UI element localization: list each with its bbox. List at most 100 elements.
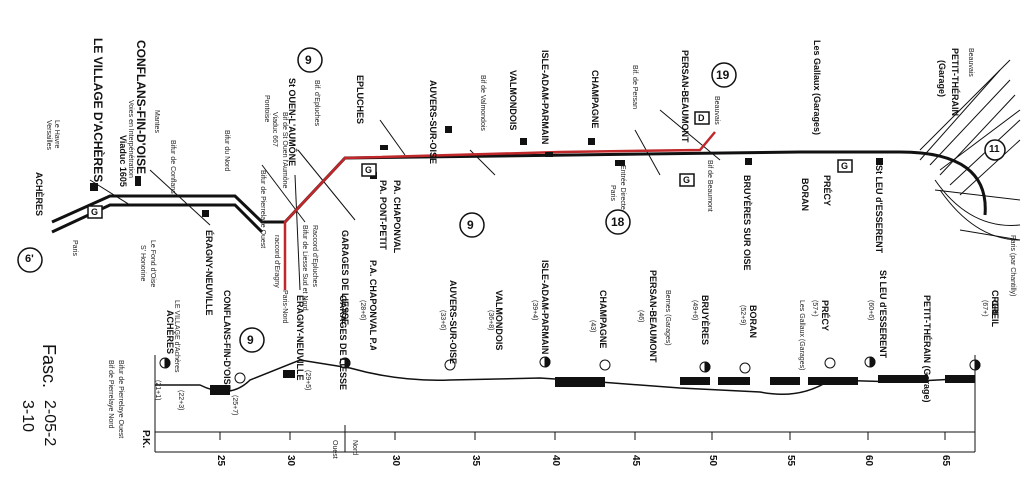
profile-st-leu: St LEU d'ESSERENT [878,270,888,358]
label-les-gallaux: Les Gallaux (Garages) [812,40,822,135]
profile-precy: PRÉCY [820,300,830,331]
profile-precy-km: (57+) [810,300,818,317]
axis-ticks [220,425,945,452]
circle-9c-label: 9 [247,333,254,347]
label-raccord-epluches: Raccord d'Epluches [310,225,318,287]
profile-isle-adam: ISLE-ADAM-PARMAIN [540,260,550,354]
label-petit-therain: PETIT-THÉRAIN [950,48,960,116]
label-paris-nord: Paris-Nord [280,290,288,323]
profile-village-km: (22+3) [176,390,184,410]
label-pa-chaponval: PA. CHAPONVAL [392,180,402,253]
axis-tick-65: 65 [940,455,951,466]
profile-boran: BORAN [748,305,758,338]
profile-village: LE VILLAGE d'Achères [172,300,180,373]
profile-bernes: Bernes (Garages) [663,290,671,346]
label-bifur-conflans: Bifur de Conflans [168,140,176,194]
profile-champagne-km: (43) [588,320,596,332]
label-boran: BORAN [800,178,810,211]
depot-g-boran: G [841,161,848,171]
profile-st-leu-km: (60+6) [866,300,874,320]
label-bifur-nord: Bifur du Nord [222,130,230,171]
station-markers [90,126,883,217]
axis-tick-55: 55 [785,455,796,466]
label-beauvais-right: Beauvais [966,48,974,77]
profile-creil: CREIL [990,300,1000,327]
label-garage: (Garage) [937,60,947,97]
label-bif-valmondois: Bif de Valmondois [478,75,486,131]
axis-tick-35: 35 [470,455,481,466]
label-voies: Voies en Interpénétration [126,100,134,178]
profile-garages-liesse: GARAGES DE LIESSE [338,295,348,390]
label-mantes: Mantes [152,110,160,133]
label-entree-directe: Entrée Directe [618,165,626,210]
depot-g-epluches: G [365,165,372,175]
profile-valmondois-km: (36+8) [486,310,494,330]
label-bif-epluches: Bif. d'Epluches [312,80,320,126]
profile-gallaux: Les Gallaux (Garages) [797,300,805,370]
label-pa-pont-petit: PA. PONT-PETIT [378,180,388,250]
label-bifur-pierrelaye: Bifur de Pierrelaye Ouest [258,170,266,248]
profile-bruyeres-km: (49+6) [690,300,698,320]
label-bif-beaumont: Bif de Beaumont [705,160,713,212]
label-auvers: AUVERS-SUR-OISE [428,80,438,164]
axis-tick-30a: 30 [285,455,296,466]
label-persan: PERSAN-BEAUMONT [680,50,690,143]
circle-18-label: 18 [611,215,624,229]
profile-eragny: ÉRAGNY-NEUVILLE [295,295,305,381]
circle-11-label: 11 [989,144,1000,155]
depot-g-persan: G [683,175,690,185]
profile-isle-adam-km: (39+4) [530,300,538,320]
label-isle-adam: ISLE-ADAM-PARMAIN [540,50,550,144]
label-precy: PRÉCY [822,175,832,206]
label-le-havre: Le Havre [52,120,60,148]
depot-boxes [88,112,852,218]
footnote-pierrelaye-ouest: Bifur de Pierrelaye Ouest [116,360,124,438]
label-epluches: EPLUCHES [355,75,365,124]
profile-conflans-km: (25+7) [230,395,238,415]
label-village-acheres: LE VILLAGE D'ACHÈRES [92,38,103,182]
label-fond-oise: Le Fond d'Oise [148,240,156,287]
label-st-leu: St LEU d'ESSERENT [874,165,884,253]
axis-tick-60: 60 [863,455,874,466]
axis-pk-label: P.K. [140,430,151,448]
profile-bars [210,370,975,395]
label-valmondois: VALMONDOIS [508,70,518,130]
circle-19-label: 19 [716,68,729,82]
label-pontoise: Pontoise [262,95,270,122]
profile-petit-therain: PETIT-THÉRAIN (Garage) [922,295,932,403]
profile-auvers-km: (33+6) [438,310,446,330]
label-bruyeres: BRUYÈRES SUR OISE [742,175,752,271]
label-beauvais-mid: Beauvais [712,96,720,125]
profile-creil-km: (67+) [980,300,988,317]
axis-tick-30b: 30 [390,455,401,466]
profile-champagne: CHAMPAGNE [598,290,608,348]
profile-persan-km: (46) [636,310,644,322]
axis-tick-40: 40 [550,455,561,466]
axis-tick-45: 45 [630,455,641,466]
axis-nord: Nord [350,440,358,455]
profile-persan: PERSAN-BEAUMONT [648,270,658,363]
profile-frame [155,355,975,452]
axis-ouest: Ouest [330,440,338,459]
circle-9a-label: 9 [305,53,312,67]
depot-g-acheres: G [91,207,98,217]
label-raccord-eragny: raccord d'Eragny [272,235,280,288]
label-st-ouen-aumone: St OUEN-L'AUMÔNE [287,78,297,166]
depot-d-persan: D [698,113,705,123]
label-champagne: CHAMPAGNE [590,70,600,128]
label-versailles: Versailles [44,120,52,150]
label-paris-mid: Paris [608,185,616,201]
label-paris-chantilly: Paris (par Chantilly) [1008,235,1016,296]
profile-auvers: AUVERS-SUR-OISE [448,280,458,364]
label-conflans: CONFLANS-FIN-D'OISE [135,40,146,174]
profile-bruyeres: BRUYÈRES [700,295,710,345]
profile-epluches: P.A. CHAPONVAL P.A. PONT-PETIT EPLUCHES [368,260,378,350]
label-ste-honorine: S' Honorine [138,245,146,281]
profile-valmondois: VALMONDOIS [494,290,504,350]
label-paris-left: Paris [70,240,78,256]
footnote-pierrelaye-nord: Bif de Pierrelaye Nord [106,360,114,428]
label-acheres: ACHÈRES [34,172,44,216]
profile-boran-km: (52+9) [738,305,746,325]
profile-eragny-km: (29+5) [303,370,311,390]
profile-acheres-km: (21+1) [153,380,161,400]
